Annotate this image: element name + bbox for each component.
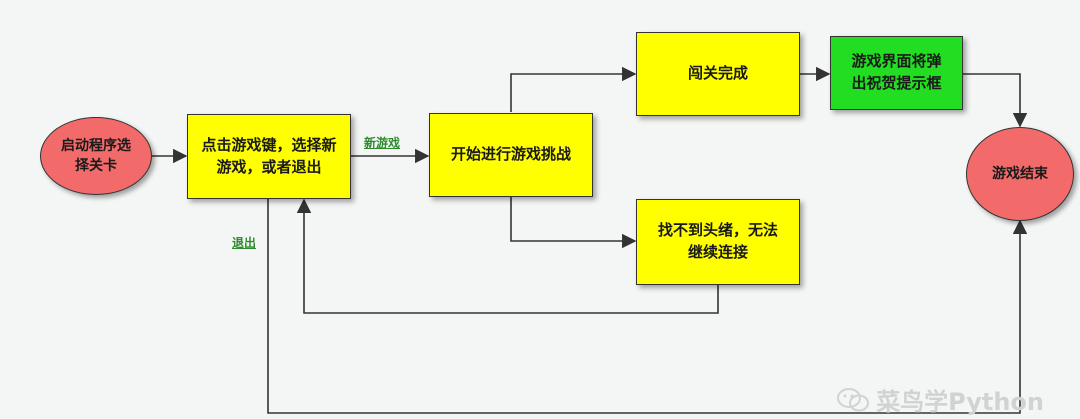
node-end: 游戏结束 xyxy=(966,127,1074,221)
node-start: 启动程序选择关卡 xyxy=(40,117,152,195)
node-menu: 点击游戏键，选择新游戏，或者退出 xyxy=(187,114,351,199)
watermark-text: 菜鸟学Python xyxy=(876,388,1044,416)
arrow-stuck-to-menu xyxy=(296,198,719,314)
edge-label-exit: 退出 xyxy=(232,236,257,250)
node-challenge: 开始进行游戏挑战 xyxy=(429,113,593,197)
arrow-challenge-to-stuck xyxy=(510,197,637,249)
edge-label-new-game: 新游戏 xyxy=(364,136,401,150)
arrow-challenge-to-pass xyxy=(510,66,637,112)
arrow-exit-to-end xyxy=(267,199,1028,414)
node-pass: 闯关完成 xyxy=(636,32,800,116)
wechat-icon xyxy=(837,387,870,411)
node-stuck: 找不到头绪，无法继续连接 xyxy=(636,199,800,285)
watermark: 菜鸟学Python xyxy=(836,382,1044,417)
node-congrats: 游戏界面将弹出祝贺提示框 xyxy=(830,36,963,110)
arrow-congrats-to-end xyxy=(962,73,1028,128)
